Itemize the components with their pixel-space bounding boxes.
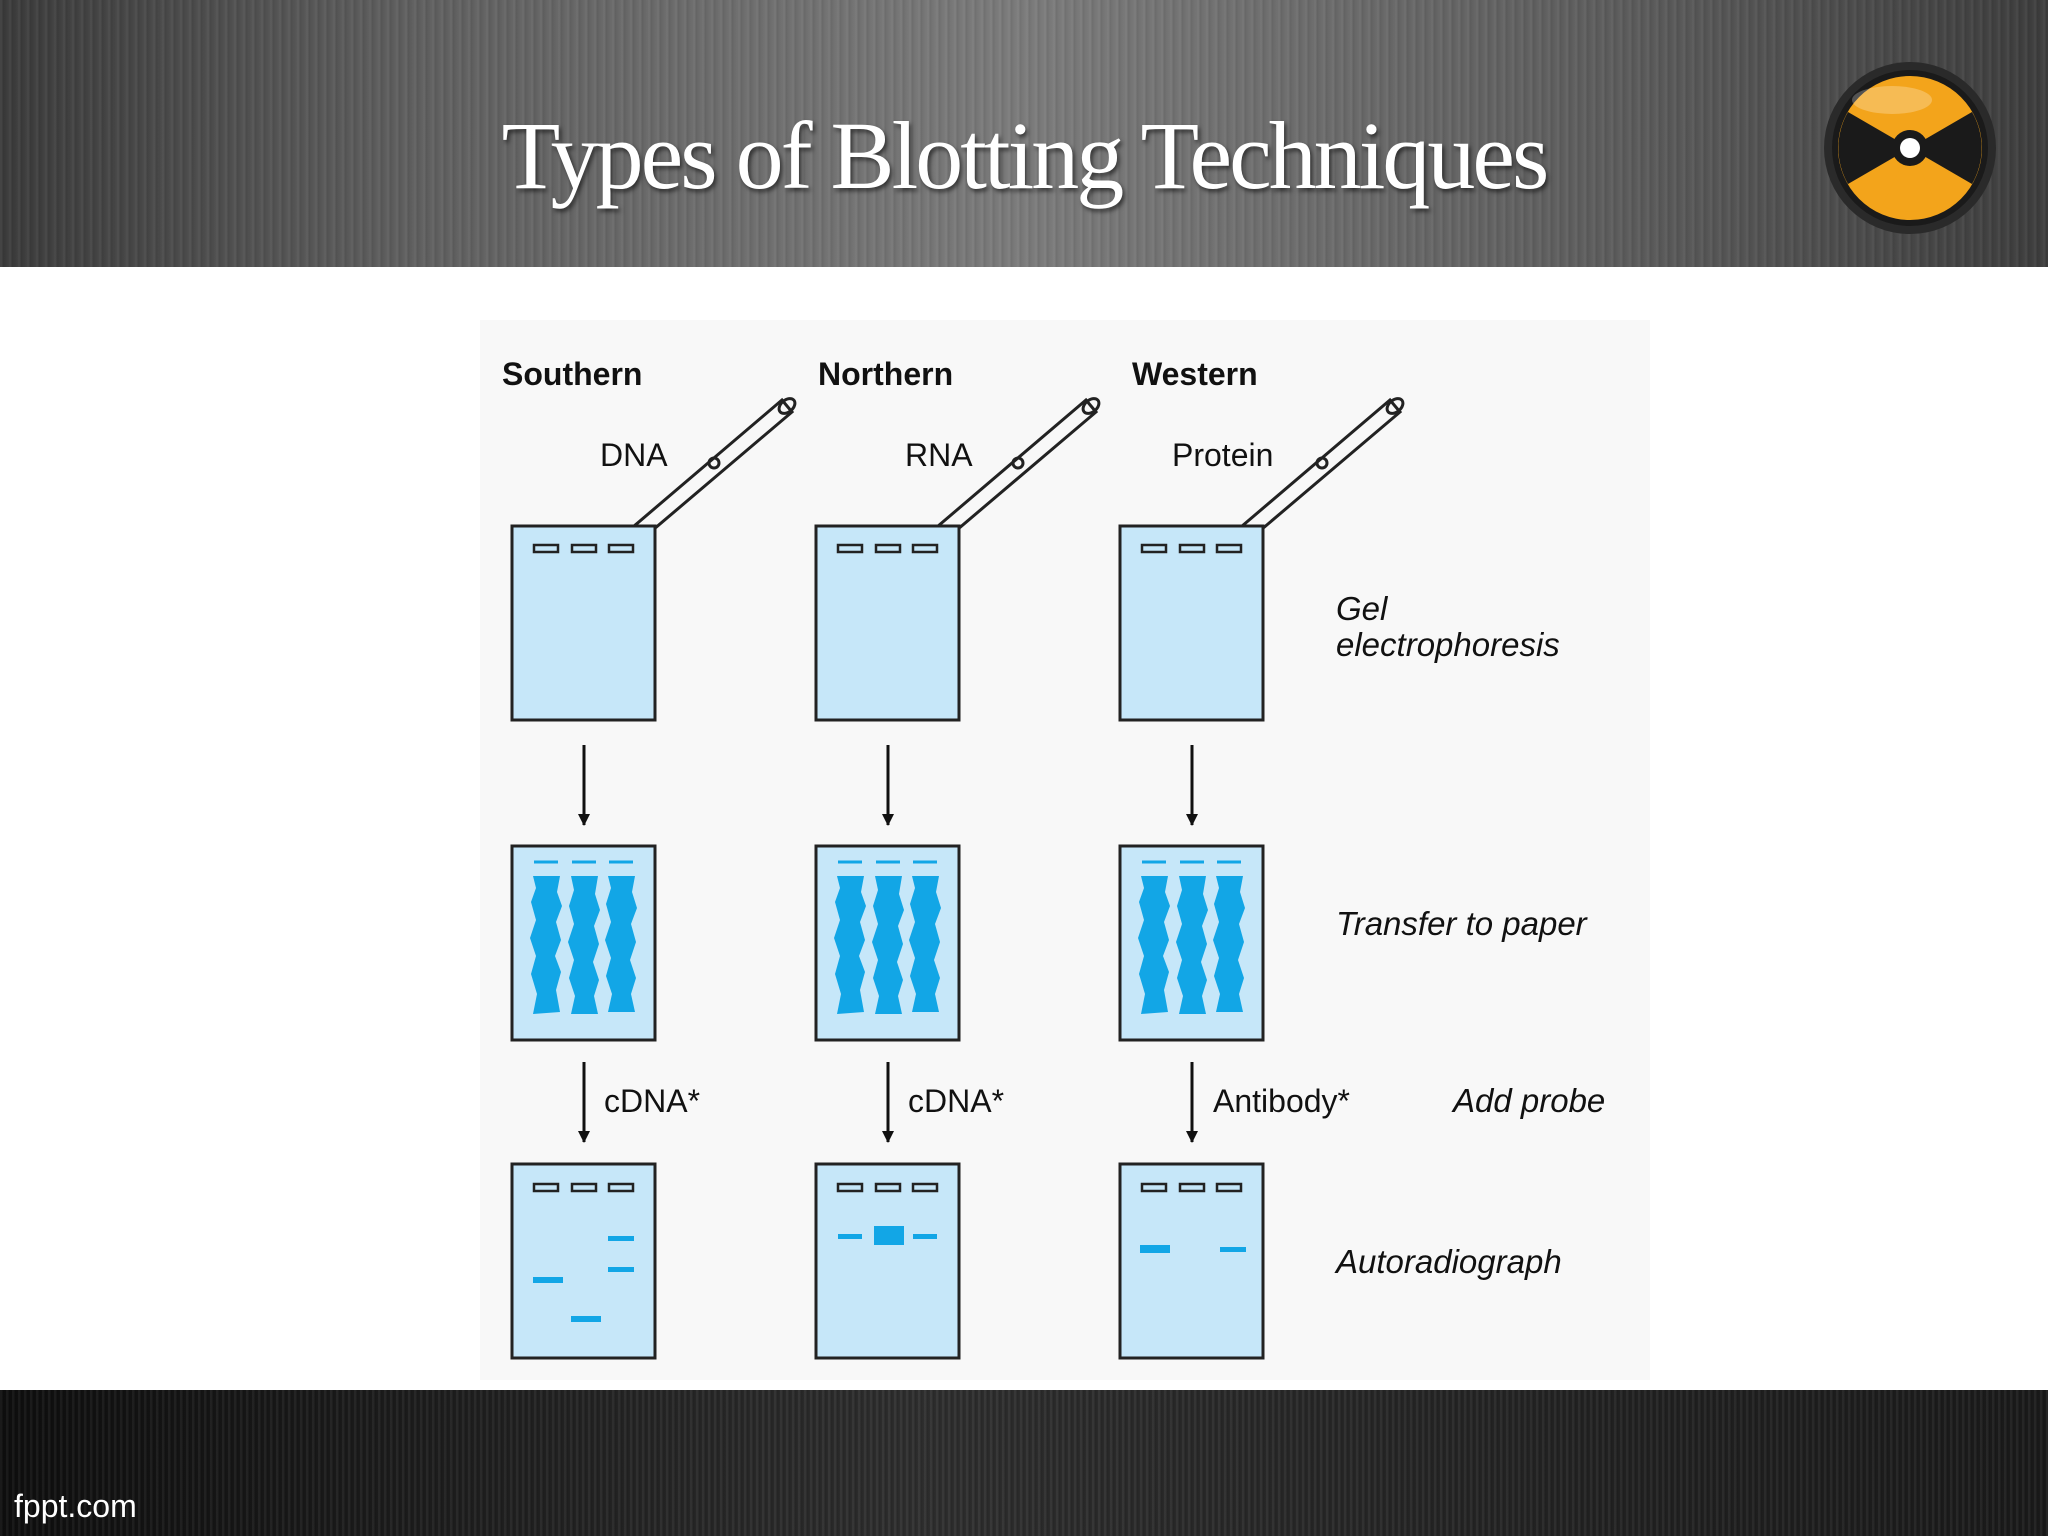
molecule-label-protein: Protein (1172, 437, 1273, 473)
column-title-southern: Southern (502, 356, 642, 392)
step-label-autoradiograph: Autoradiograph (1334, 1243, 1562, 1280)
slide-title: Types of Blotting Techniques (501, 102, 1550, 209)
molecule-label-rna: RNA (905, 437, 973, 473)
autorad-western (1118, 1162, 1265, 1360)
footer-brand: fppt.com (14, 1488, 137, 1524)
autorad-northern (814, 1162, 961, 1360)
step-label-add-probe: Add probe (1451, 1082, 1605, 1119)
footer-bar (0, 1390, 2048, 1536)
column-title-western: Western (1132, 356, 1258, 392)
membrane-southern (510, 844, 657, 1042)
gel-western (1118, 524, 1265, 722)
autorad-southern (510, 1162, 657, 1360)
column-title-northern: Northern (818, 356, 953, 392)
blotting-diagram: Southern Northern Western DNA RNA Protei… (480, 320, 1650, 1380)
probe-label-southern: cDNA* (604, 1083, 700, 1119)
probe-label-western: Antibody* (1213, 1083, 1350, 1119)
step-label-gel: Gel (1336, 590, 1389, 627)
step-label-transfer: Transfer to paper (1336, 905, 1589, 942)
probe-label-northern: cDNA* (908, 1083, 1004, 1119)
title-banner (0, 0, 2048, 267)
radiation-icon (1824, 62, 1996, 234)
step-label-electrophoresis: electrophoresis (1336, 626, 1560, 663)
membrane-western (1118, 844, 1265, 1042)
gel-southern (510, 524, 657, 722)
figure-backdrop (480, 320, 1650, 1380)
molecule-label-dna: DNA (600, 437, 668, 473)
membrane-northern (814, 844, 961, 1042)
gel-northern (814, 524, 961, 722)
